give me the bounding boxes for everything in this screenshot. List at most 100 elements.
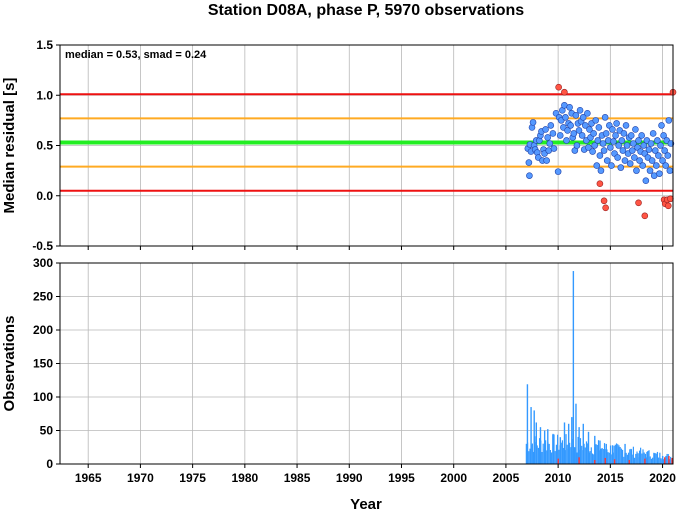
residual-point: [597, 167, 605, 174]
outlier-observation-bar: [644, 458, 646, 464]
observation-bar: [640, 447, 642, 464]
residual-point: [609, 126, 616, 133]
observation-bar: [552, 433, 554, 464]
x-axis-label: Year: [350, 496, 382, 511]
residual-point: [591, 142, 598, 149]
observation-bar: [596, 444, 598, 464]
y-tick-label: 250: [33, 290, 53, 304]
observation-bar: [636, 451, 638, 464]
observation-bar: [572, 271, 575, 464]
observation-bar: [581, 445, 583, 464]
x-tick-label: 1990: [336, 471, 363, 485]
chart-title: Station D08A, phase P, 5970 observations: [208, 2, 524, 19]
observation-bar: [648, 450, 650, 464]
observation-bar: [578, 427, 580, 464]
observation-bar: [590, 447, 592, 464]
residual-point: [576, 107, 584, 114]
residual-point: [607, 144, 614, 151]
observation-bar: [567, 423, 570, 464]
observation-bar: [643, 452, 645, 464]
x-tick-label: 2020: [649, 471, 676, 485]
observation-bar: [528, 451, 530, 464]
observation-bar: [583, 443, 585, 464]
observation-bar: [611, 454, 613, 464]
outlier-point: [561, 88, 568, 96]
y-tick-label: 1.0: [36, 88, 53, 102]
observation-bar: [525, 443, 527, 464]
residual-point: [584, 110, 591, 117]
observation-bar: [576, 452, 578, 464]
residual-point: [563, 137, 570, 144]
residual-point: [648, 157, 656, 164]
observation-bar: [642, 449, 644, 464]
observation-bar: [631, 454, 633, 464]
residual-point: [586, 126, 593, 133]
outlier-point: [641, 212, 649, 220]
y-tick-label: 200: [33, 323, 53, 337]
residual-point: [638, 132, 645, 139]
residual-point: [619, 147, 627, 154]
residual-point: [550, 145, 558, 152]
observation-bar: [554, 451, 556, 464]
residual-point: [567, 122, 574, 129]
residual-point: [639, 162, 647, 169]
outlier-observation-bar: [604, 457, 606, 464]
observation-bar: [553, 434, 555, 464]
residual-point: [664, 152, 672, 159]
residual-point: [526, 172, 533, 179]
observation-bar: [617, 444, 619, 464]
residual-point: [626, 160, 634, 167]
observation-bar: [653, 453, 656, 464]
residual-point: [640, 142, 648, 149]
outlier-point: [600, 197, 608, 205]
observation-bar: [618, 447, 620, 464]
residual-point: [601, 114, 609, 121]
residual-point: [546, 140, 554, 147]
x-tick-label: 2005: [493, 471, 520, 485]
observation-bar: [597, 440, 600, 464]
residual-y-ticks: -0.50.00.51.01.5: [32, 38, 60, 253]
observation-bar: [605, 443, 607, 464]
residual-point: [623, 142, 631, 149]
observation-bar: [543, 430, 546, 464]
residual-point: [615, 142, 622, 149]
outlier-point: [555, 83, 562, 91]
x-tick-label: 1970: [127, 471, 154, 485]
residual-point: [566, 104, 573, 111]
observation-bar: [603, 443, 606, 464]
outlier-point: [602, 204, 609, 212]
residual-point: [614, 154, 621, 161]
residual-grid: [60, 44, 673, 250]
outlier-observation-bar: [557, 458, 559, 464]
y-tick-label: 50: [40, 424, 54, 438]
residual-point: [603, 157, 611, 164]
observation-bar: [587, 443, 589, 464]
x-tick-label: 1980: [231, 471, 258, 485]
observation-bar: [531, 443, 533, 464]
observation-bar: [647, 451, 649, 464]
observation-bar: [656, 451, 659, 464]
observation-bar: [530, 407, 532, 464]
residual-point: [636, 157, 643, 164]
x-tick-label: 1965: [75, 471, 102, 485]
observation-bar: [625, 452, 627, 464]
observation-bar: [585, 441, 588, 464]
residual-point: [646, 167, 654, 174]
observation-bar: [626, 454, 628, 464]
observation-bar: [566, 444, 568, 464]
outlier-observation-bar: [578, 457, 580, 464]
observation-bar: [542, 443, 544, 464]
residual-point: [617, 164, 625, 171]
observation-bar: [641, 453, 643, 464]
observation-bar: [649, 456, 651, 464]
residual-point: [627, 132, 635, 139]
residual-point: [655, 152, 662, 159]
x-tick-label: 2015: [597, 471, 624, 485]
observation-bar: [650, 458, 653, 464]
observation-bars: [525, 271, 673, 464]
residual-point: [608, 162, 615, 169]
y-tick-label: 1.5: [36, 38, 53, 52]
observation-bar: [619, 447, 621, 464]
observation-bar: [584, 447, 586, 464]
